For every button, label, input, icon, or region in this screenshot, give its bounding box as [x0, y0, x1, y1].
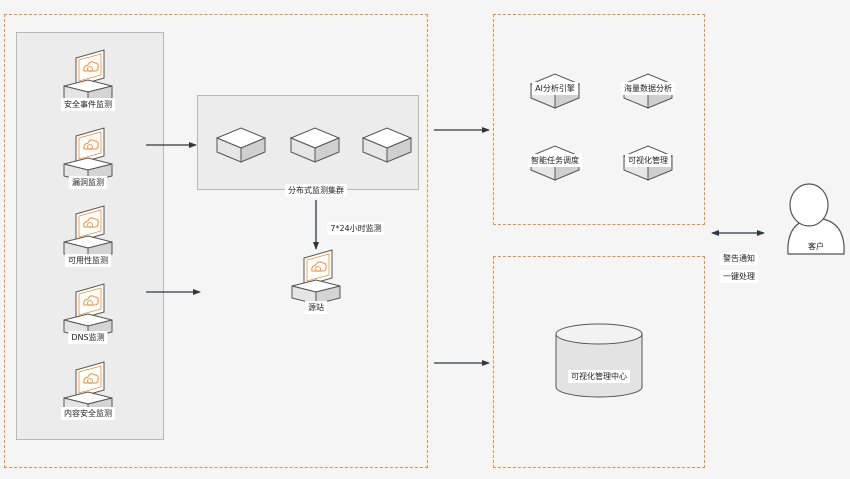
cluster-label: 分布式监测集群	[285, 184, 347, 197]
monitor-icon	[63, 49, 113, 105]
monitor-label-vulnerability: 漏洞监测	[69, 176, 107, 189]
monitoring-interval-label: 7*24小时监测	[327, 222, 385, 235]
monitor-icon	[63, 127, 113, 183]
monitor-label-dns: DNS监测	[68, 331, 108, 344]
source-site-icon	[291, 249, 341, 305]
alert-notice-label: 警告通知	[720, 252, 758, 265]
source-site-label: 源站	[305, 301, 327, 314]
analysis-label-data: 海量数据分析	[621, 82, 675, 95]
monitor-icon	[63, 205, 113, 261]
monitor-label-security: 安全事件监测	[61, 98, 115, 111]
customer-label: 客户	[805, 240, 827, 253]
management-region	[493, 256, 705, 468]
monitor-label-content: 内容安全监测	[61, 407, 115, 420]
one-click-handle-label: 一键处理	[720, 270, 758, 283]
monitoring-region	[4, 14, 428, 468]
customer-person-icon	[787, 183, 845, 255]
analysis-label-visual: 可视化管理	[625, 154, 671, 167]
server-cube-icon	[216, 127, 266, 163]
analysis-region	[493, 14, 705, 225]
server-cube-icon	[290, 127, 340, 163]
monitor-icon	[63, 283, 113, 339]
monitor-label-availability: 可用性监测	[65, 254, 111, 267]
analysis-label-ai: AI分析引擎	[532, 82, 578, 95]
database-icon	[555, 323, 643, 398]
analysis-label-scheduling: 智能任务调度	[528, 154, 582, 167]
center-label: 可视化管理中心	[568, 370, 630, 383]
server-cube-icon	[362, 127, 412, 163]
